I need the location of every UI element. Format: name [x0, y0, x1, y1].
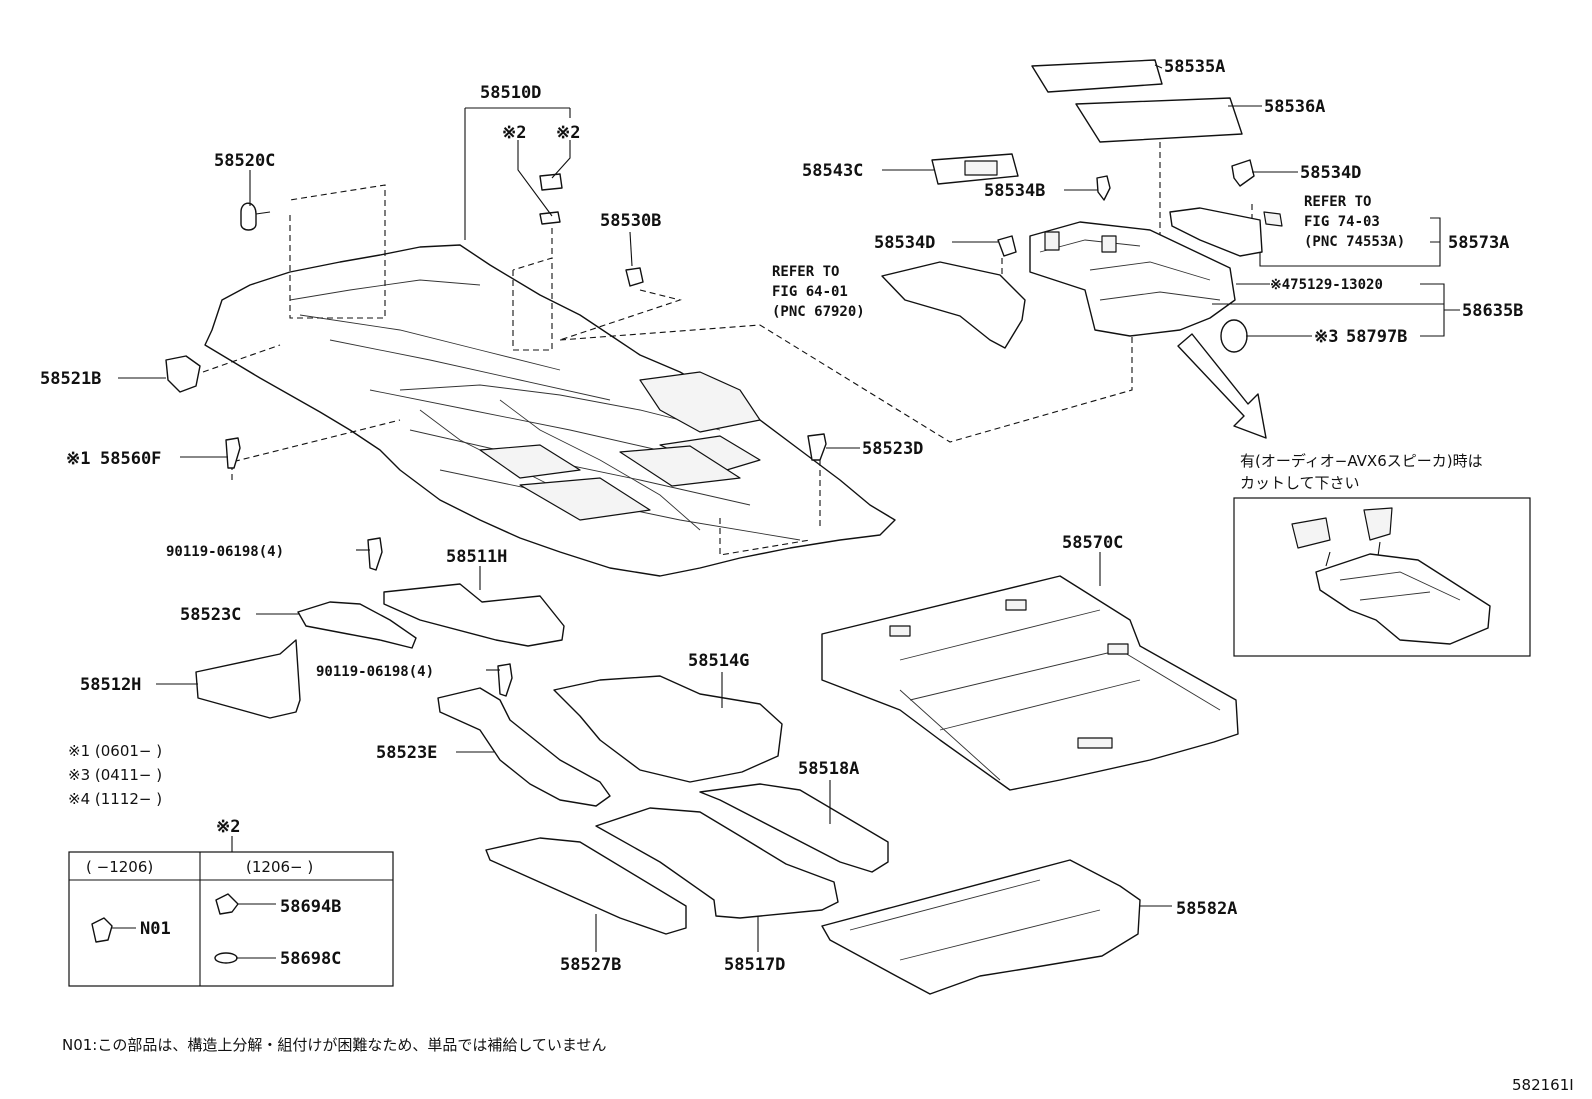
bracket-58543c: [931, 153, 1019, 185]
label-58560f: 58560F: [100, 449, 161, 469]
clip-58534b: [1096, 175, 1111, 201]
clip-58510d-a: [539, 211, 561, 225]
patch-58573a: [1263, 211, 1283, 227]
clip-58523d: [807, 433, 827, 461]
floor-carpet-58510d: [204, 244, 896, 577]
label-58510d: 58510D: [480, 83, 541, 103]
table-col2-header: (1206− ): [246, 858, 313, 876]
rail-58534d: [881, 261, 1026, 349]
label-58511h: 58511H: [446, 547, 507, 567]
legend-row-3: ※4 (1112− ): [68, 790, 162, 808]
pad-58514g: [553, 675, 783, 783]
label-90119-a: 90119-06198(4): [166, 544, 284, 560]
mat-58535a: [1031, 59, 1163, 93]
label-58534d-top: 58534D: [1300, 163, 1361, 183]
label-58527b: 58527B: [560, 955, 621, 975]
mat-58527b: [485, 837, 687, 935]
label-58523c: 58523C: [180, 605, 241, 625]
mark-2-table: ※2: [216, 817, 240, 837]
clip-58521b: [165, 355, 201, 393]
panel-58517d: [595, 807, 839, 919]
ref1-line1: REFER TO: [772, 264, 839, 280]
mark-1-main: ※1: [66, 449, 90, 469]
clip-58510d-b: [539, 173, 563, 191]
label-58536a: 58536A: [1264, 97, 1325, 117]
ref2-line3: (PNC 74553A): [1304, 234, 1405, 250]
label-58694b: 58694B: [280, 897, 341, 917]
label-58543c: 58543C: [802, 161, 863, 181]
label-58573a: 58573A: [1448, 233, 1509, 253]
clip-58698c: [214, 952, 238, 964]
legend-row-2: ※3 (0411− ): [68, 766, 162, 784]
label-90119-b: 90119-06198(4): [316, 664, 434, 680]
bolt-90119-b: [497, 663, 513, 697]
inset-caption-1: 有(オーディオ−AVX6スピーカ)時は: [1240, 452, 1483, 470]
label-58535a: 58535A: [1164, 57, 1225, 77]
tray-58570c: [821, 575, 1239, 791]
bracket-58523c: [297, 601, 417, 649]
bracket-58523e: [437, 687, 611, 807]
label-58534d-mid: 58534D: [874, 233, 935, 253]
label-58517d: 58517D: [724, 955, 785, 975]
label-58698c: 58698C: [280, 949, 341, 969]
pad-58512h: [195, 639, 301, 719]
ref1-line2: FIG 64-01: [772, 284, 848, 300]
label-58514g: 58514G: [688, 651, 749, 671]
mark-2a: ※2: [502, 123, 526, 143]
arrow-to-inset: [1177, 333, 1267, 439]
bolt-90119-a: [367, 537, 383, 571]
clip-58530b: [625, 267, 644, 287]
inset-box: [1233, 497, 1531, 657]
ref1-line3: (PNC 67920): [772, 304, 865, 320]
mark-3-top: ※3: [1314, 327, 1338, 347]
ref2-line2: FIG 74-03: [1304, 214, 1380, 230]
table-col1-header: ( −1206): [86, 858, 153, 876]
clip-n01: [91, 917, 113, 943]
label-58523d: 58523D: [862, 439, 923, 459]
clip-58534d-mid: [997, 235, 1017, 257]
label-58797b: 58797B: [1346, 327, 1407, 347]
label-58518a: 58518A: [798, 759, 859, 779]
inset-floor-part: [1291, 507, 1491, 645]
label-58520c: 58520C: [214, 151, 275, 171]
label-58534b: 58534B: [984, 181, 1045, 201]
clip-58520c: [240, 202, 257, 231]
label-58530b: 58530B: [600, 211, 661, 231]
pad-58511h: [383, 583, 565, 647]
label-58582a: 58582A: [1176, 899, 1237, 919]
rear-floor-58635b: [1029, 221, 1236, 337]
footer-note: N01:この部品は、構造上分解・組付けが困難なため、単品では補給していません: [62, 1036, 606, 1054]
tray-58582a: [821, 859, 1141, 995]
variant-table: [68, 836, 394, 987]
clip-58694b: [215, 893, 239, 915]
label-58570c: 58570C: [1062, 533, 1123, 553]
clip-58534d-top: [1231, 159, 1255, 187]
label-58521b: 58521B: [40, 369, 101, 389]
mat-58536a: [1075, 97, 1243, 143]
label-58512h: 58512H: [80, 675, 141, 695]
label-n01: N01: [140, 919, 171, 939]
label-58635b: 58635B: [1462, 301, 1523, 321]
ring-58797b: [1220, 319, 1248, 353]
label-475129: ※475129-13020: [1270, 277, 1383, 293]
mat-58518a: [699, 783, 889, 873]
mark-2b: ※2: [556, 123, 580, 143]
label-58523e: 58523E: [376, 743, 437, 763]
ref2-line1: REFER TO: [1304, 194, 1371, 210]
diagram-id: 582161I: [1512, 1076, 1574, 1094]
clip-58560f: [225, 437, 241, 469]
inset-caption-2: カットして下さい: [1240, 474, 1360, 492]
legend-row-1: ※1 (0601− ): [68, 742, 162, 760]
rail-58573a: [1169, 207, 1263, 257]
